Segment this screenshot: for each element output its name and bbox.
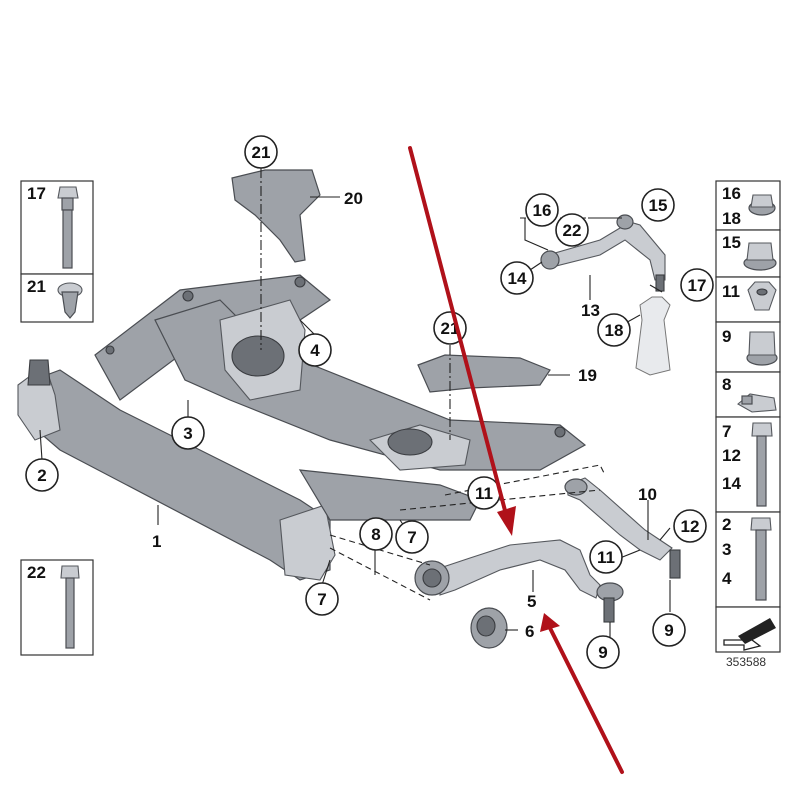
callout-2: 2 bbox=[25, 458, 59, 492]
push-rivet-icon bbox=[57, 282, 83, 319]
bushing bbox=[470, 607, 508, 649]
svg-text:2: 2 bbox=[722, 515, 731, 534]
callout-18: 18 bbox=[597, 313, 631, 347]
callout-20: 20 bbox=[344, 189, 363, 208]
svg-text:3: 3 bbox=[722, 540, 731, 559]
side-panel-22: 22 bbox=[20, 559, 94, 656]
svg-text:9: 9 bbox=[598, 643, 607, 662]
callout-5: 5 bbox=[527, 592, 536, 611]
side-panel-2-3-4: 2 3 4 bbox=[715, 511, 781, 608]
side-panel-15: 15 bbox=[715, 229, 781, 278]
side-panel-21: 21 bbox=[20, 273, 94, 323]
hex-bolt-long-icon bbox=[750, 517, 772, 601]
callout-7-lower: 7 bbox=[305, 582, 339, 616]
side-panel-11: 11 bbox=[715, 276, 781, 323]
lower-control-arm bbox=[414, 539, 624, 623]
svg-text:21: 21 bbox=[27, 277, 46, 296]
callout-10: 10 bbox=[638, 485, 657, 504]
long-bolt-icon bbox=[60, 565, 80, 649]
svg-text:12: 12 bbox=[722, 446, 741, 465]
callout-3: 3 bbox=[171, 416, 205, 450]
svg-text:22: 22 bbox=[27, 563, 46, 582]
callout-9-lower: 9 bbox=[586, 635, 620, 669]
callout-16: 16 bbox=[525, 193, 559, 227]
svg-text:4: 4 bbox=[310, 341, 320, 360]
svg-text:14: 14 bbox=[722, 474, 741, 493]
svg-text:18: 18 bbox=[605, 321, 624, 340]
svg-text:12: 12 bbox=[681, 517, 700, 536]
callout-15: 15 bbox=[641, 188, 675, 222]
clip-nut-icon bbox=[737, 393, 777, 413]
collar-bolt-icon bbox=[57, 186, 79, 269]
annotation-arrow-up bbox=[540, 613, 624, 774]
reference-number: 353588 bbox=[726, 655, 766, 669]
tension-strut bbox=[564, 477, 681, 579]
callout-22: 22 bbox=[555, 213, 589, 247]
callout-7-mid: 7 bbox=[395, 520, 429, 554]
svg-text:4: 4 bbox=[722, 569, 732, 588]
svg-text:18: 18 bbox=[722, 209, 741, 228]
svg-text:22: 22 bbox=[563, 221, 582, 240]
protective-boot bbox=[635, 296, 671, 376]
callout-13: 13 bbox=[581, 301, 600, 320]
hex-nut-washer-icon bbox=[743, 242, 777, 271]
svg-text:14: 14 bbox=[508, 269, 527, 288]
svg-text:2: 2 bbox=[37, 466, 46, 485]
side-panel-9: 9 bbox=[715, 321, 781, 373]
subframe bbox=[17, 274, 587, 581]
callout-17: 17 bbox=[680, 268, 714, 302]
svg-text:9: 9 bbox=[664, 621, 673, 640]
collar-nut-icon bbox=[746, 331, 778, 366]
callout-4: 4 bbox=[298, 333, 332, 367]
svg-text:9: 9 bbox=[722, 327, 731, 346]
side-panel-7-12-14: 7 12 14 bbox=[715, 416, 781, 513]
svg-text:16: 16 bbox=[722, 184, 741, 203]
svg-text:3: 3 bbox=[183, 424, 192, 443]
svg-text:7: 7 bbox=[407, 528, 416, 547]
callout-9-right: 9 bbox=[652, 613, 686, 647]
svg-text:7: 7 bbox=[317, 590, 326, 609]
svg-text:17: 17 bbox=[27, 184, 46, 203]
svg-text:8: 8 bbox=[371, 525, 380, 544]
annotation-arrow-down bbox=[408, 146, 516, 536]
svg-text:15: 15 bbox=[722, 233, 741, 252]
heat-shield-19 bbox=[417, 354, 551, 393]
callout-6: 6 bbox=[525, 622, 534, 641]
side-panel-8: 8 bbox=[715, 371, 781, 418]
callout-19: 19 bbox=[578, 366, 597, 385]
side-panel-16-18: 16 18 bbox=[715, 180, 781, 231]
upper-control-arm bbox=[540, 214, 666, 292]
callout-11-lower: 11 bbox=[589, 540, 623, 574]
callout-12: 12 bbox=[673, 509, 707, 543]
callout-8: 8 bbox=[359, 517, 393, 551]
callout-14: 14 bbox=[500, 261, 534, 295]
svg-text:15: 15 bbox=[649, 196, 668, 215]
hex-bolt-icon bbox=[751, 422, 773, 507]
side-panel-17: 17 bbox=[20, 180, 94, 275]
svg-text:21: 21 bbox=[252, 143, 271, 162]
svg-text:11: 11 bbox=[597, 548, 615, 567]
flange-nut-icon bbox=[748, 194, 776, 216]
svg-text:11: 11 bbox=[722, 282, 740, 301]
callout-11-upper: 11 bbox=[467, 476, 501, 510]
callout-1: 1 bbox=[152, 532, 161, 551]
catalog-tag: 353588 bbox=[715, 606, 781, 669]
callout-21-top: 21 bbox=[244, 135, 278, 169]
hex-nut-icon bbox=[747, 281, 777, 311]
svg-text:8: 8 bbox=[722, 375, 731, 394]
svg-text:7: 7 bbox=[722, 422, 731, 441]
heat-shield-20 bbox=[231, 169, 321, 263]
svg-text:16: 16 bbox=[533, 201, 552, 220]
svg-text:11: 11 bbox=[475, 484, 493, 503]
svg-text:17: 17 bbox=[688, 276, 707, 295]
